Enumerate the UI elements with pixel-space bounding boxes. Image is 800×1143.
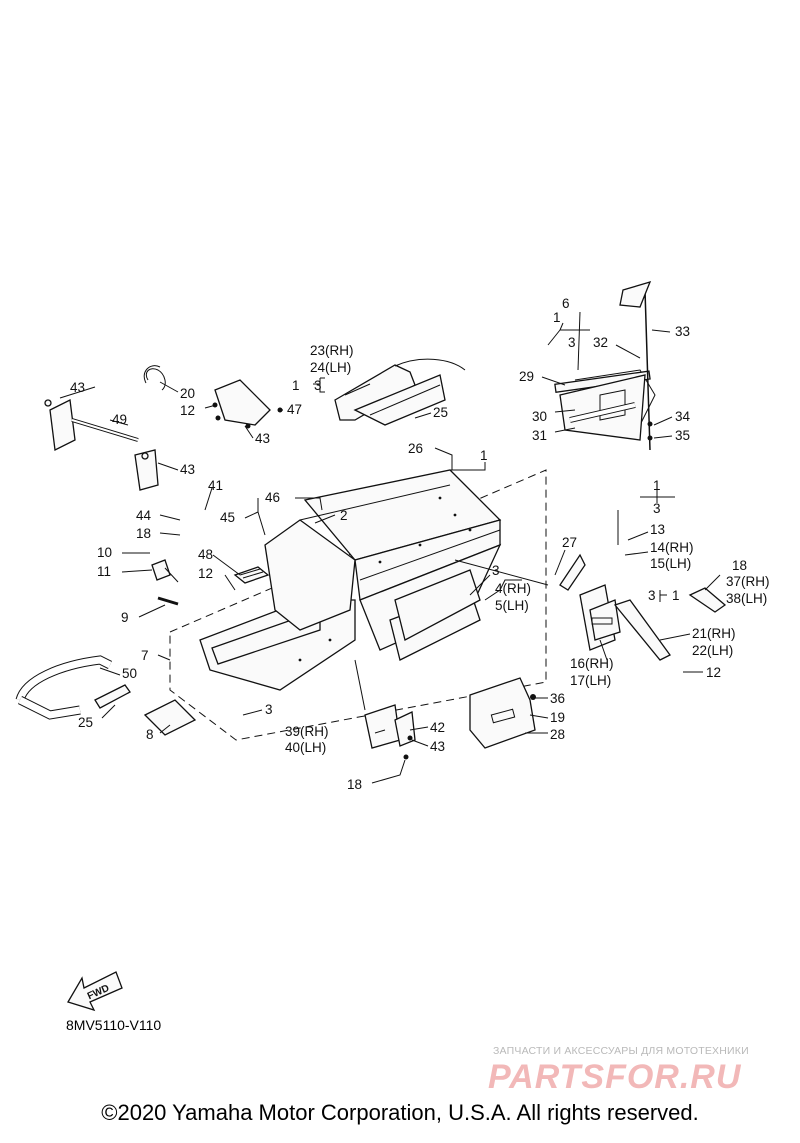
callout-21: 21(RH)	[692, 626, 736, 641]
callout-9: 9	[121, 610, 129, 625]
callout-46: 46	[265, 490, 280, 505]
callout-40: 40(LH)	[285, 740, 326, 755]
hose-clamp	[145, 368, 166, 391]
callout-28: 28	[550, 727, 565, 742]
watermark-tagline: ЗАПЧАСТИ И АКСЕССУАРЫ ДЛЯ МОТОТЕХНИКИ	[493, 1045, 749, 1057]
callout-7: 7	[141, 648, 149, 663]
guard-plate	[688, 587, 727, 613]
callout-36: 36	[550, 691, 565, 706]
callout-1-rt: 1	[672, 588, 680, 603]
callout-43-a: 43	[70, 380, 85, 395]
side-plate	[394, 569, 481, 641]
copyright-footer: ©2020 Yamaha Motor Corporation, U.S.A. A…	[101, 1100, 699, 1125]
callout-43-c: 43	[180, 462, 195, 477]
callout-18-b: 18	[347, 777, 362, 792]
side-rail	[613, 599, 671, 661]
callout-50: 50	[122, 666, 137, 681]
callout-6: 6	[562, 296, 570, 311]
fwd-arrow-icon: FWD	[67, 971, 123, 1012]
callout-26: 26	[408, 441, 423, 456]
callout-49: 49	[112, 412, 127, 427]
callout-23: 23(RH)	[310, 343, 354, 358]
callout-32: 32	[593, 335, 608, 350]
callout-3-e: 3	[653, 501, 661, 516]
callout-42: 42	[430, 720, 445, 735]
callout-19: 19	[550, 710, 565, 725]
callout-16: 16(RH)	[570, 656, 614, 671]
callout-25-b: 25	[78, 715, 93, 730]
callout-8: 8	[146, 727, 154, 742]
mounting-bracket	[214, 379, 271, 426]
callout-1-left: 1	[292, 378, 300, 393]
skid-plate	[143, 699, 197, 736]
callout-17: 17(LH)	[570, 673, 611, 688]
callout-12-c: 12	[706, 665, 721, 680]
callout-22: 22(LH)	[692, 643, 733, 658]
callout-5: 5(LH)	[495, 598, 529, 613]
mount-bracket-lower	[364, 704, 401, 749]
step-bracket	[579, 584, 621, 651]
callout-47: 47	[287, 402, 302, 417]
callout-1-rt2: 1	[653, 478, 661, 493]
callout-4: 4(RH)	[495, 581, 531, 596]
callout-31: 31	[532, 428, 547, 443]
callout-18-a: 18	[136, 526, 151, 541]
callout-2: 2	[340, 508, 348, 523]
callout-labels: 1 2 1 3 23(RH) 24(LH) 25 26 43 20 12 47 …	[70, 296, 770, 792]
callout-3-f: 3	[568, 335, 576, 350]
callout-43-d: 43	[430, 739, 445, 754]
callout-37: 37(RH)	[726, 574, 770, 589]
callout-1-mid: 1	[553, 310, 561, 325]
callout-45: 45	[220, 510, 235, 525]
callout-20: 20	[180, 386, 195, 401]
callout-48: 48	[198, 547, 213, 562]
callout-35: 35	[675, 428, 690, 443]
callout-39: 39(RH)	[285, 724, 329, 739]
switch-box	[151, 559, 171, 581]
callout-10: 10	[97, 545, 112, 560]
rear-bumper-assembly	[554, 280, 656, 451]
cover-panel	[469, 677, 536, 749]
callout-38: 38(LH)	[726, 591, 767, 606]
front-bumper	[15, 655, 131, 720]
callout-29: 29	[519, 369, 534, 384]
frame-bracket	[450, 462, 486, 471]
callout-44: 44	[136, 508, 152, 523]
callout-18-c: 18	[732, 558, 747, 573]
footrest-rail	[334, 358, 466, 426]
callout-15: 15(LH)	[650, 556, 691, 571]
callout-12-b: 12	[198, 566, 213, 581]
leader-lines	[59, 311, 721, 784]
callout-43-b: 43	[255, 431, 270, 446]
steering-rod-assembly	[44, 399, 159, 491]
callout-34: 34	[675, 409, 691, 424]
callout-33: 33	[675, 324, 690, 339]
callout-13: 13	[650, 522, 665, 537]
watermark-logo: PARTSFOR.RU	[488, 1058, 742, 1096]
callout-14: 14(RH)	[650, 540, 694, 555]
callout-41: 41	[208, 478, 223, 493]
callout-3-a: 3	[314, 378, 322, 393]
callout-25-a: 25	[433, 405, 448, 420]
callout-3-b: 3	[265, 702, 273, 717]
snow-flap	[559, 553, 586, 591]
callout-1: 1	[480, 448, 488, 463]
callout-12-a: 12	[180, 403, 195, 418]
callout-3-c: 3	[492, 563, 500, 578]
diagram-code: 8MV5110-V110	[66, 1017, 162, 1033]
callout-30: 30	[532, 409, 547, 424]
callout-3-d: 3	[648, 588, 656, 603]
frame-group-boundary	[169, 469, 547, 741]
callout-27: 27	[562, 535, 577, 550]
callout-24: 24(LH)	[310, 360, 351, 375]
callout-11: 11	[97, 564, 111, 579]
